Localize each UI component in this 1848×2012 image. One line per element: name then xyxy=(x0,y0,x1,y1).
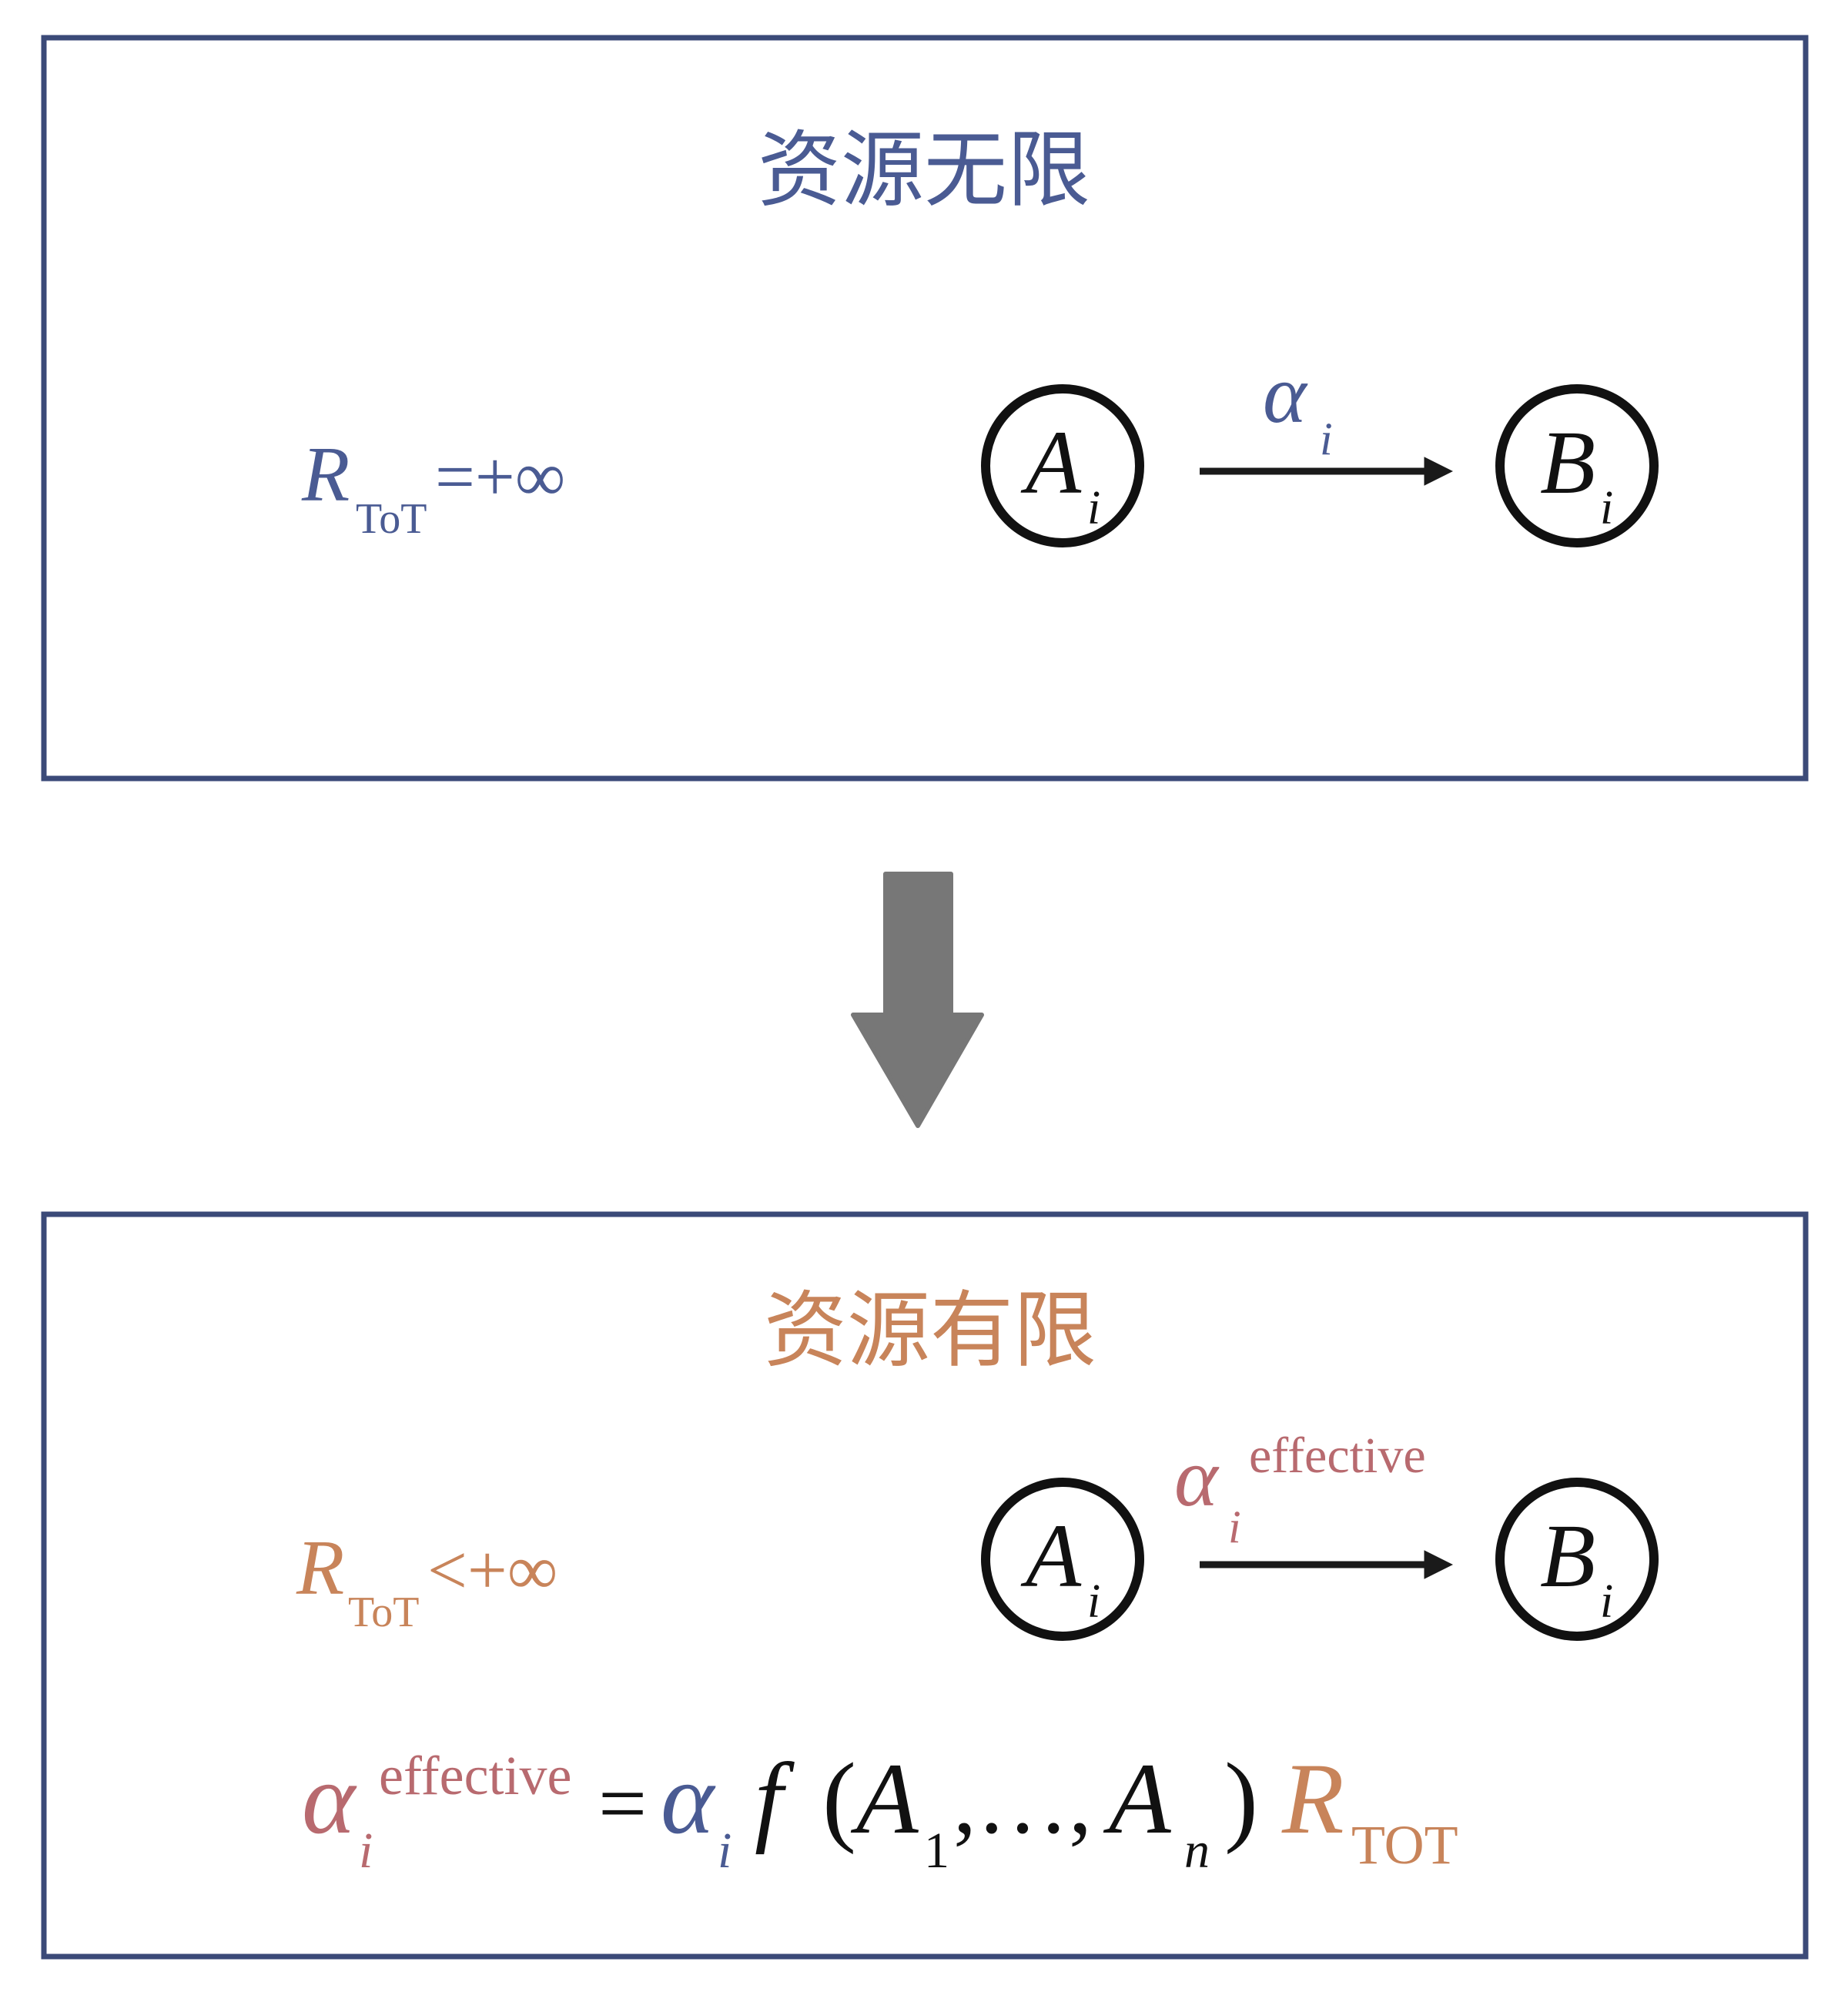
bottom-resource-subscript: ToT xyxy=(348,1589,420,1636)
eq-resource-subscript: TOT xyxy=(1351,1814,1458,1876)
bottom-panel-frame xyxy=(41,1211,1809,1960)
eq-resource-symbol: R xyxy=(1281,1742,1344,1855)
eq-close-paren: ) xyxy=(1224,1742,1258,1855)
eq-open-paren: ( xyxy=(822,1742,856,1855)
bottom-node-b-circle xyxy=(1495,1478,1659,1641)
bottom-node-a-subscript: i xyxy=(1087,1575,1100,1628)
top-node-a: A i xyxy=(981,384,1144,547)
top-resource-subscript: ToT xyxy=(356,495,427,543)
top-resource-label: R ToT =+∞ xyxy=(301,431,565,543)
top-resource-relation: =+∞ xyxy=(435,437,565,516)
bottom-rate-superscript: effective xyxy=(1249,1428,1426,1484)
eq-equals: = xyxy=(598,1756,647,1852)
top-rate-label: α i xyxy=(1263,349,1333,464)
transition-down-arrow xyxy=(851,872,984,1128)
bottom-node-a-symbol: A xyxy=(1020,1505,1082,1606)
eq-rhs-alpha-subscript: i xyxy=(718,1823,732,1879)
top-node-a-circle xyxy=(981,384,1144,547)
top-resource-symbol: R xyxy=(301,431,350,518)
eq-lhs-subscript: i xyxy=(359,1823,373,1879)
bottom-rate-symbol: α xyxy=(1174,1432,1220,1524)
bottom-resource-symbol: R xyxy=(296,1525,344,1612)
bottom-node-a-circle xyxy=(981,1478,1144,1641)
bottom-node-b-subscript: i xyxy=(1600,1575,1613,1628)
top-node-b-circle xyxy=(1495,384,1659,547)
eq-separator: ,…, xyxy=(953,1750,1092,1853)
eq-rhs-alpha: α xyxy=(661,1742,716,1855)
bottom-resource-label: R ToT <+∞ xyxy=(296,1525,557,1636)
eq-lhs-alpha: α xyxy=(302,1742,357,1855)
top-panel-frame xyxy=(41,35,1809,782)
eq-lhs-superscript: effective xyxy=(379,1745,572,1806)
bottom-node-b-symbol: B xyxy=(1540,1505,1595,1606)
top-panel-title: 资源无限 xyxy=(758,122,1090,219)
top-node-a-subscript: i xyxy=(1087,482,1100,534)
eq-argn: A xyxy=(1103,1742,1172,1855)
bottom-rate-subscript: i xyxy=(1228,1501,1241,1552)
top-node-a-symbol: A xyxy=(1020,412,1082,513)
eq-arg1: A xyxy=(850,1742,919,1855)
eq-argn-subscript: n xyxy=(1184,1823,1210,1879)
bottom-rate-label: α i effective xyxy=(1174,1428,1426,1552)
top-node-b-symbol: B xyxy=(1540,412,1595,513)
bottom-panel-title: 资源有限 xyxy=(764,1283,1096,1379)
effective-rate-equation: α i effective = α i f ( A 1 ,…, A n ) R … xyxy=(302,1742,1458,1879)
bottom-resource-relation: <+∞ xyxy=(427,1531,557,1609)
top-node-b: B i xyxy=(1495,384,1659,547)
bottom-node-a: A i xyxy=(981,1478,1144,1641)
top-rate-symbol: α xyxy=(1263,349,1308,440)
top-rate-subscript: i xyxy=(1320,413,1333,464)
eq-func: f xyxy=(755,1742,795,1855)
top-node-b-subscript: i xyxy=(1600,482,1613,534)
eq-arg1-subscript: 1 xyxy=(924,1823,949,1879)
bottom-node-b: B i xyxy=(1495,1478,1659,1641)
